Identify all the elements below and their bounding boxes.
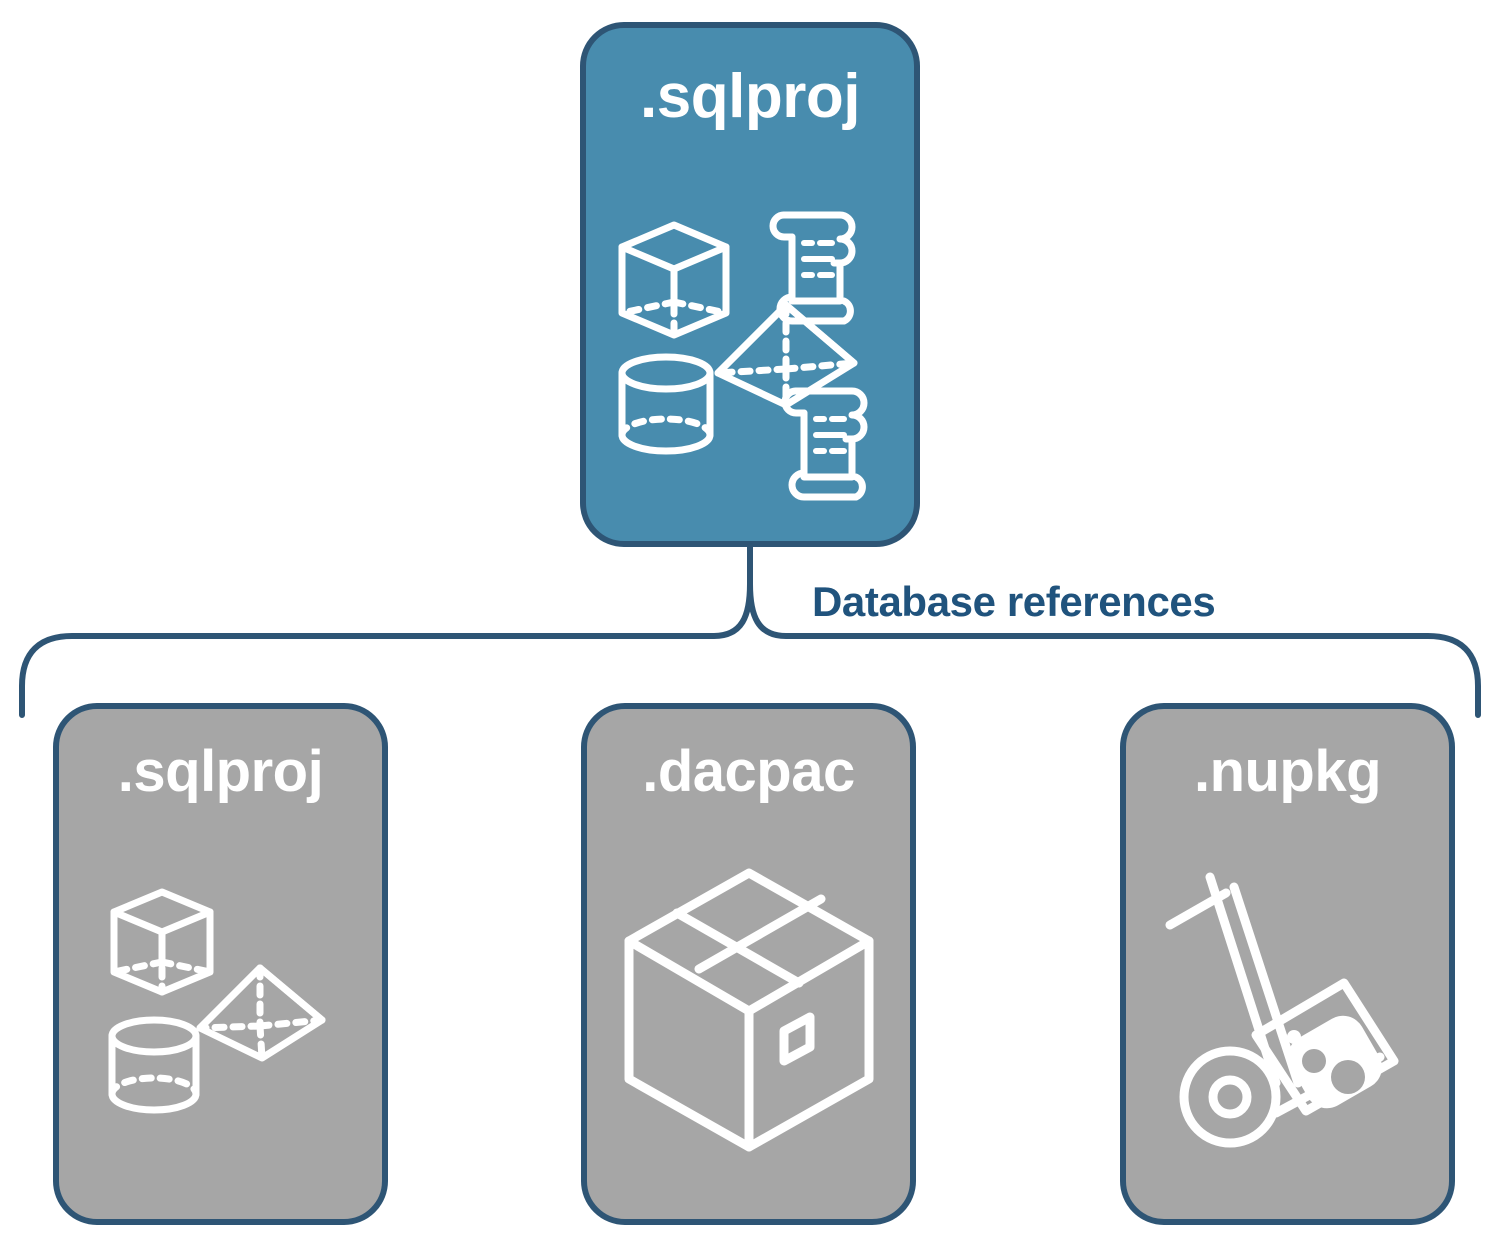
node-root-sqlproj[interactable]: .sqlproj <box>580 22 920 547</box>
node-child-nupkg-artwork <box>1126 801 1449 1219</box>
node-root-label: .sqlproj <box>640 62 860 131</box>
wireframe-cube-icon <box>110 888 213 996</box>
node-child-dacpac-label: .dacpac <box>642 739 855 804</box>
node-root-artwork <box>586 128 914 541</box>
wireframe-pyramid-icon <box>196 964 325 1062</box>
wireframe-cylinder-icon <box>618 353 714 454</box>
node-child-sqlproj-label: .sqlproj <box>117 739 324 804</box>
wireframe-cylinder-icon <box>108 1016 199 1114</box>
hand-truck-dolly-package-icon <box>1165 872 1398 1148</box>
node-child-nupkg[interactable]: .nupkg <box>1120 703 1455 1225</box>
wireframe-cube-icon <box>618 221 730 338</box>
node-child-sqlproj[interactable]: .sqlproj <box>53 703 388 1225</box>
scroll-script-icon-bottom <box>781 387 868 500</box>
bracket-caption-label: Database references <box>812 578 1216 625</box>
shipping-package-box-icon <box>624 868 873 1152</box>
node-child-dacpac-artwork <box>587 801 910 1219</box>
node-child-dacpac[interactable]: .dacpac <box>581 703 916 1225</box>
node-child-nupkg-label: .nupkg <box>1193 739 1382 804</box>
node-child-sqlproj-artwork <box>59 801 382 1219</box>
database-references-bracket <box>19 543 1481 718</box>
